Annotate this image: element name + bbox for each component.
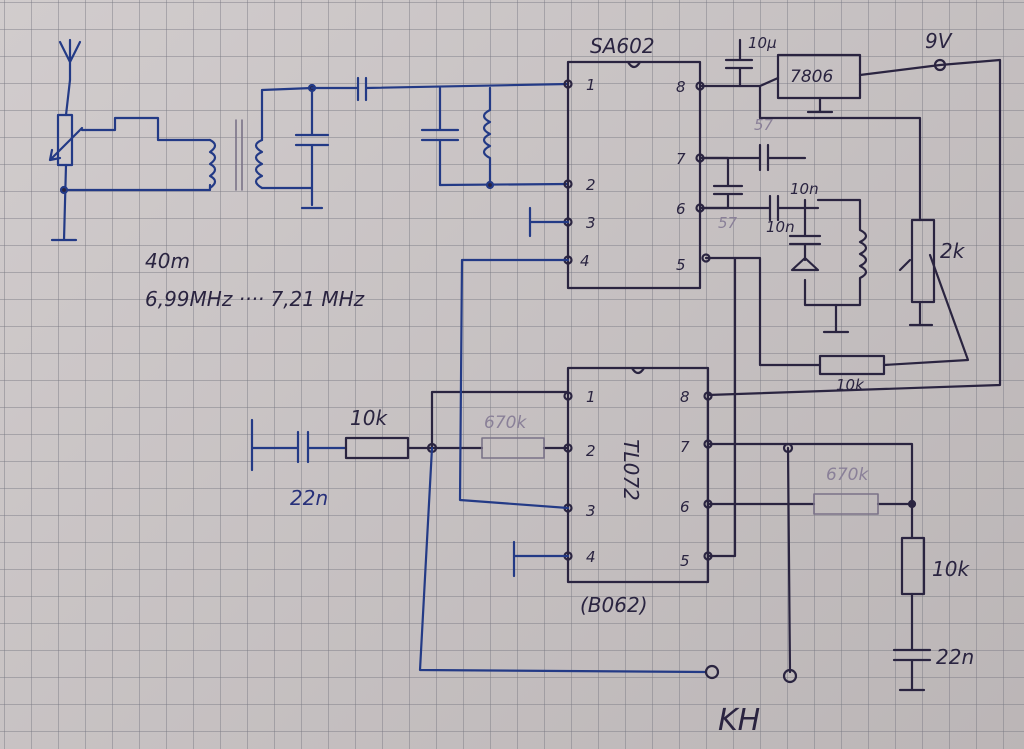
sa602-ic xyxy=(528,60,711,290)
osc-cap-label: 57 xyxy=(718,214,738,232)
supply-voltage-label: 9V xyxy=(925,29,953,53)
tl072-label: TL072 xyxy=(619,439,643,501)
osc-cap-label: 10n xyxy=(766,218,795,236)
pot-label: 2k xyxy=(940,239,966,263)
osc-cap-label: 57 xyxy=(754,116,774,134)
output-resistor-label: 10k xyxy=(932,557,970,581)
regulator-label: 7806 xyxy=(790,67,833,87)
oscillator-tank xyxy=(704,198,970,558)
sa602-label: SA602 xyxy=(590,34,655,58)
pin-label: 8 xyxy=(676,78,686,96)
input-tank-circuit xyxy=(294,76,570,210)
regulator-circuit xyxy=(698,38,1002,397)
pin-label: 6 xyxy=(676,200,686,218)
pin-label: 4 xyxy=(586,548,596,566)
pin-label: 6 xyxy=(680,498,690,516)
pin-label: 3 xyxy=(586,502,596,520)
pin-label: 8 xyxy=(680,388,690,406)
input-amplifier-network xyxy=(250,258,720,680)
pin-label: 7 xyxy=(676,150,686,168)
osc-cap-label: 10n xyxy=(790,180,819,198)
pin-label: 1 xyxy=(586,388,596,406)
input-potentiometer xyxy=(48,113,212,242)
tl072-alt-label: (B062) xyxy=(580,593,648,617)
input-cap-label: 22n xyxy=(290,486,328,510)
output-feedback-label: 670k xyxy=(826,465,869,485)
antenna-symbol xyxy=(58,38,82,117)
output-cap-label: 22n xyxy=(936,645,974,669)
pin-label: 5 xyxy=(676,256,686,274)
regulator-cap-label: 10µ xyxy=(748,34,777,52)
pin-label: 5 xyxy=(680,552,690,570)
input-feedback-label: 670k xyxy=(484,413,527,433)
pin-label: 4 xyxy=(580,252,590,270)
pin-label: 2 xyxy=(586,442,596,460)
pin-label: 1 xyxy=(586,76,596,94)
headphones-label: KH xyxy=(718,703,760,738)
rf-transformer xyxy=(208,86,314,191)
pin-label: 2 xyxy=(586,176,596,194)
band-label: 40m xyxy=(145,249,190,273)
input-resistor-label: 10k xyxy=(350,406,388,430)
tl072-ic xyxy=(512,366,713,584)
output-amplifier-network xyxy=(706,442,932,692)
pin-label: 7 xyxy=(680,438,690,456)
pin-label: 3 xyxy=(586,214,596,232)
frequency-range-label: 6,99MHz ···· 7,21 MHz xyxy=(145,287,365,311)
osc-resistor-label: 10k xyxy=(836,376,865,394)
